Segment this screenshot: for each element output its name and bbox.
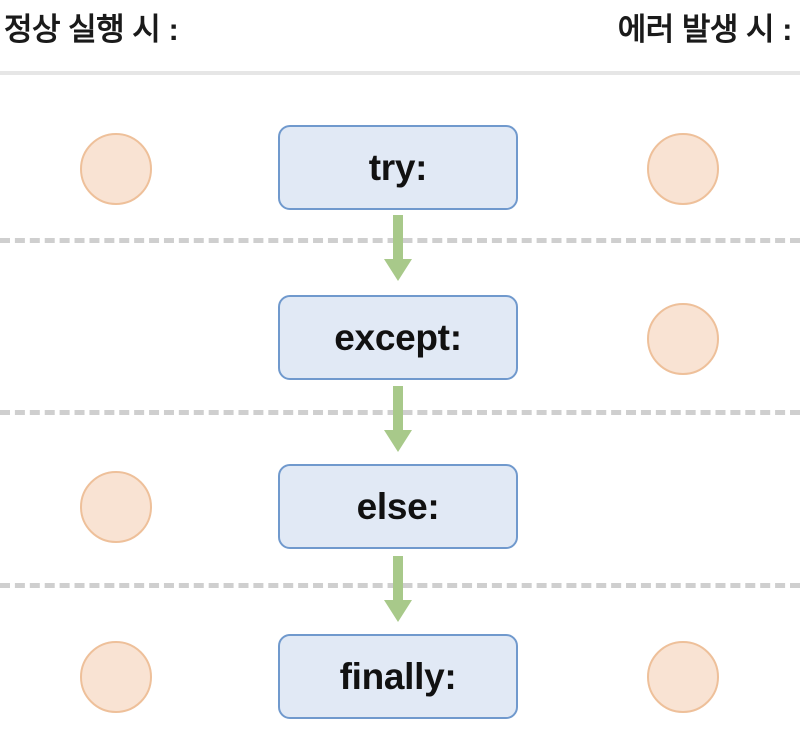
keyword-box-try[interactable]: try: — [278, 125, 518, 210]
marker-circle-try-normal — [80, 133, 152, 205]
marker-circle-finally-error — [647, 641, 719, 713]
keyword-label-except: except: — [334, 317, 462, 358]
keyword-label-else: else: — [356, 486, 440, 527]
keyword-box-finally[interactable]: finally: — [278, 634, 518, 719]
marker-circle-try-error — [647, 133, 719, 205]
flow-arrow-except-to-else — [382, 386, 414, 458]
marker-circle-else-normal — [80, 471, 152, 543]
marker-circle-except-error — [647, 303, 719, 375]
header-separator-rule — [0, 71, 800, 75]
keyword-label-try: try: — [368, 147, 428, 188]
keyword-box-except[interactable]: except: — [278, 295, 518, 380]
marker-circle-finally-normal — [80, 641, 152, 713]
column-header-error-occurred: 에러 발생 시 : — [617, 12, 793, 47]
flow-arrow-try-to-except — [382, 215, 414, 287]
column-header-normal-execution: 정상 실행 시 : — [4, 12, 179, 47]
keyword-label-finally: finally: — [339, 656, 457, 697]
keyword-box-else[interactable]: else: — [278, 464, 518, 549]
flow-arrow-else-to-finally — [382, 556, 414, 628]
